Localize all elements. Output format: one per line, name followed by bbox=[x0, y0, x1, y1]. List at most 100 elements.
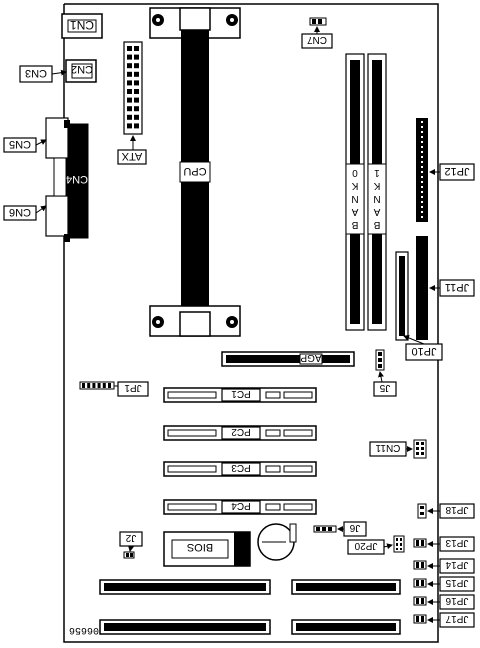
svg-text:CPU: CPU bbox=[183, 165, 206, 177]
jp10-label: JP10 bbox=[411, 345, 436, 357]
jp20-header bbox=[393, 535, 405, 553]
pci-label-pc4: PC4 bbox=[231, 500, 251, 511]
cn6-label: CN6 bbox=[9, 206, 31, 218]
cn11-label: CN11 bbox=[375, 442, 400, 453]
jp18-header bbox=[417, 503, 427, 519]
jp17-header bbox=[413, 614, 427, 624]
jp1-label: JP1 bbox=[124, 382, 142, 393]
jp13-header bbox=[413, 538, 427, 548]
jp15-header bbox=[413, 578, 427, 588]
jp14-header bbox=[413, 560, 427, 570]
jp14-text: JP14 bbox=[445, 559, 468, 570]
svg-text:CN5: CN5 bbox=[9, 138, 31, 150]
isa-slot-2a bbox=[99, 619, 271, 635]
jp12-connector bbox=[416, 118, 428, 222]
bank-letter: N bbox=[351, 193, 358, 204]
cn3-label: CN3 bbox=[25, 67, 47, 79]
jp16-text: JP16 bbox=[445, 595, 468, 606]
svg-text:06656: 06656 bbox=[69, 624, 99, 635]
bank-letter: B bbox=[351, 219, 358, 230]
jp17-text: JP17 bbox=[445, 613, 468, 624]
bank-letter: B bbox=[373, 219, 380, 230]
bank0-label: BANK0 bbox=[351, 167, 358, 230]
svg-text:JP12: JP12 bbox=[444, 165, 469, 177]
board-outline bbox=[63, 3, 439, 643]
cn2-label: CN2 bbox=[71, 63, 93, 75]
svg-text:JP10: JP10 bbox=[411, 345, 436, 357]
atx-label: ATX bbox=[121, 150, 142, 162]
svg-text:BANK1: BANK 1 bbox=[373, 167, 380, 230]
svg-text:CN4: CN4 bbox=[66, 173, 88, 185]
jp20-label: JP20 bbox=[354, 540, 377, 551]
agp-slot bbox=[221, 351, 355, 367]
jp15-label: JP15 bbox=[427, 576, 475, 592]
svg-text:CN1: CN1 bbox=[70, 18, 94, 32]
svg-text:JP1: JP1 bbox=[124, 382, 142, 393]
jp13-label: JP13 bbox=[427, 536, 475, 552]
jp10-connector bbox=[395, 251, 409, 341]
cn4-label: CN4 bbox=[66, 173, 88, 185]
bank-letter: K bbox=[373, 180, 380, 191]
j6-label: J6 bbox=[349, 522, 360, 533]
jp16-label: JP16 bbox=[427, 594, 475, 610]
jp14-label: JP14 bbox=[427, 558, 475, 574]
cn1-label: CN1 bbox=[70, 18, 94, 32]
svg-text:BIOS: BIOS bbox=[187, 541, 213, 553]
svg-text:J6: J6 bbox=[349, 522, 360, 533]
svg-text:CN6: CN6 bbox=[9, 206, 31, 218]
bank-letter: N bbox=[373, 193, 380, 204]
j5-label: J5 bbox=[379, 382, 390, 393]
jp17-label: JP17 bbox=[427, 612, 475, 628]
j6-header bbox=[313, 525, 337, 533]
svg-text:JP11: JP11 bbox=[445, 281, 469, 293]
j2-header bbox=[123, 551, 135, 559]
cn5-label: CN5 bbox=[9, 138, 31, 150]
bank-letter: A bbox=[373, 206, 380, 217]
svg-text:CN11: CN11 bbox=[375, 442, 400, 453]
cn7-label: CN7 bbox=[307, 34, 327, 45]
dimm-bank0 bbox=[345, 53, 365, 331]
jp13-text: JP13 bbox=[445, 537, 468, 548]
pc2-text: PC2 bbox=[231, 426, 251, 437]
j5-header bbox=[375, 349, 385, 371]
pci-label-pc1: PC1 bbox=[231, 388, 251, 399]
pci-slot-pc3: PC3 bbox=[163, 461, 317, 477]
svg-text:ATX: ATX bbox=[121, 150, 142, 162]
svg-text:CN2: CN2 bbox=[71, 63, 93, 75]
cn7-header bbox=[309, 17, 327, 26]
bank1-label: BANK 1 bbox=[373, 167, 380, 230]
pc3-text: PC3 bbox=[231, 462, 251, 473]
cpu-label: CPU bbox=[183, 165, 206, 177]
pci-slot-pc4: PC4 bbox=[163, 499, 317, 515]
j2-label: J2 bbox=[125, 532, 136, 543]
svg-text:J5: J5 bbox=[379, 382, 390, 393]
svg-text:J2: J2 bbox=[125, 532, 136, 543]
pci-slot-pc1: PC1 bbox=[163, 387, 317, 403]
atx-connector bbox=[123, 41, 143, 135]
pc4-text: PC4 bbox=[231, 500, 251, 511]
svg-text:CN3: CN3 bbox=[25, 67, 47, 79]
bank-letter: K bbox=[351, 180, 358, 191]
bank-letter: 1 bbox=[374, 167, 380, 178]
svg-text:BANK0: BANK0 bbox=[351, 167, 358, 230]
cn11-header bbox=[413, 439, 427, 459]
bios-label: BIOS bbox=[187, 541, 213, 553]
pci-slot-pc2: PC2 bbox=[163, 425, 317, 441]
cpu-slot bbox=[149, 7, 241, 337]
figure-code: 06656 bbox=[69, 624, 99, 635]
svg-text:CN7: CN7 bbox=[307, 34, 327, 45]
jp11-label: JP11 bbox=[445, 281, 469, 293]
svg-text:JP18: JP18 bbox=[445, 504, 468, 515]
isa-slot-1b bbox=[291, 579, 401, 595]
cn4-connector bbox=[45, 117, 89, 242]
cn1-connector bbox=[61, 13, 103, 39]
pc1-text: PC1 bbox=[231, 388, 251, 399]
battery bbox=[257, 523, 297, 561]
pci-label-pc3: PC3 bbox=[231, 462, 251, 473]
svg-text:JP20: JP20 bbox=[354, 540, 377, 551]
bank-letter: A bbox=[351, 206, 358, 217]
jp15-text: JP15 bbox=[445, 577, 468, 588]
dimm-bank1 bbox=[367, 53, 387, 331]
